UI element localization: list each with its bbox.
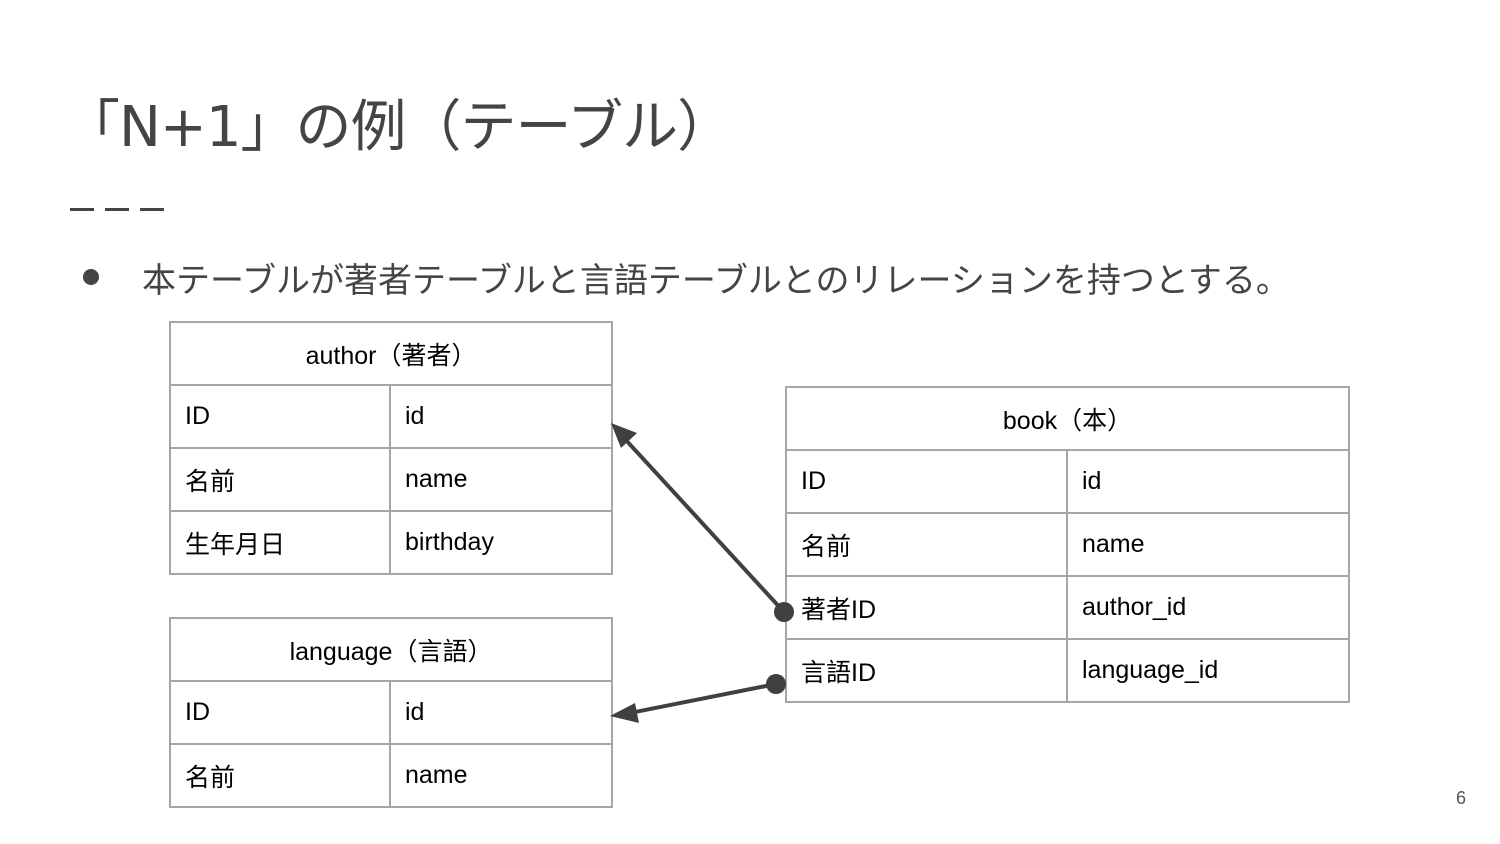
author-table: author（著者） ID id 名前 name 生年月日 birthday — [168, 321, 614, 575]
table-row: 名前 name — [169, 743, 614, 808]
author-table-header: author（著者） — [168, 321, 614, 386]
table-row: ID id — [785, 449, 1350, 514]
author-relation-connector — [611, 423, 794, 622]
bullet-item: 本テーブルが著者テーブルと言語テーブルとのリレーションを持つとする。 — [80, 252, 1290, 302]
title-underline — [70, 208, 164, 211]
field-column: name — [388, 743, 614, 808]
field-column: name — [1066, 512, 1350, 577]
bullet-text: 本テーブルが著者テーブルと言語テーブルとのリレーションを持つとする。 — [142, 260, 1290, 301]
field-column: id — [388, 680, 614, 745]
field-label: 著者ID — [785, 575, 1068, 640]
field-label: ID — [169, 680, 391, 745]
language-table-header: language（言語） — [168, 617, 614, 682]
table-header-row: language（言語） — [168, 617, 614, 682]
page-number: 6 — [1455, 788, 1466, 808]
field-column: language_id — [1066, 638, 1350, 703]
field-label: ID — [785, 449, 1068, 514]
field-label: 言語ID — [785, 638, 1068, 703]
table-row: 生年月日 birthday — [169, 510, 614, 575]
author-relation-arrowhead-icon — [611, 423, 637, 448]
table-header-row: author（著者） — [168, 321, 614, 386]
bullet-dot-icon — [83, 269, 99, 285]
language-relation-line — [628, 682, 778, 715]
language-relation-connector — [610, 674, 786, 723]
field-column: id — [388, 384, 614, 449]
field-label: 名前 — [785, 512, 1068, 577]
table-row: ID id — [169, 384, 614, 449]
field-label: ID — [169, 384, 391, 449]
field-label: 名前 — [169, 743, 391, 808]
field-column: birthday — [388, 510, 614, 575]
table-row: 名前 name — [785, 512, 1350, 577]
author-relation-line — [622, 436, 786, 614]
field-label: 生年月日 — [169, 510, 391, 575]
language-table: language（言語） ID id 名前 name — [168, 617, 614, 808]
slide-title: 「N+1」の例（テーブル） — [64, 95, 733, 160]
language-relation-arrowhead-icon — [610, 703, 639, 723]
language-relation-origin-dot — [766, 674, 786, 694]
book-table: book（本） ID id 名前 name 著者ID author_id 言語I… — [785, 386, 1350, 703]
book-table-header: book（本） — [785, 386, 1350, 451]
field-column: author_id — [1066, 575, 1350, 640]
field-column: id — [1066, 449, 1350, 514]
table-row: 言語ID language_id — [785, 638, 1350, 703]
field-label: 名前 — [169, 447, 391, 512]
table-row: 著者ID author_id — [785, 575, 1350, 640]
field-column: name — [388, 447, 614, 512]
table-row: 名前 name — [169, 447, 614, 512]
table-row: ID id — [169, 680, 614, 745]
table-header-row: book（本） — [785, 386, 1350, 451]
